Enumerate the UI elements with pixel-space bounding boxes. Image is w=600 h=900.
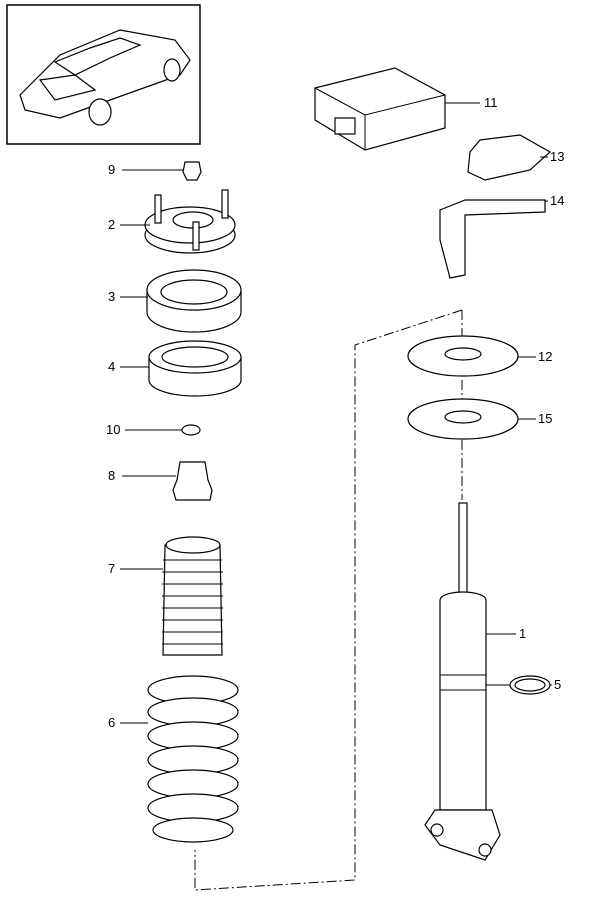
part-1-shock-absorber [424,502,501,861]
callout-2[interactable]: 2 [108,217,116,232]
callout-8[interactable]: 8 [108,468,116,483]
part-5-ring [509,675,551,695]
callout-15[interactable]: 15 [538,411,553,426]
callout-14[interactable]: 14 [550,193,565,208]
part-3-spacer-ring [146,269,242,333]
part-14-bracket [439,199,546,279]
part-8-bump-stop [172,461,213,501]
callout-10[interactable]: 10 [106,422,121,437]
part-12-plate [407,335,519,377]
callout-9[interactable]: 9 [108,162,116,177]
part-4-rubber-ring [148,340,242,397]
part-10-washer [181,424,201,436]
part-2-top-mount [144,189,236,254]
callout-5[interactable]: 5 [554,677,562,692]
callout-3[interactable]: 3 [108,289,116,304]
part-13-sensor [467,134,552,181]
callout-12[interactable]: 12 [538,349,553,364]
callout-4[interactable]: 4 [108,359,116,374]
part-7-boot [162,536,223,656]
part-9-nut [182,161,202,181]
callout-1[interactable]: 1 [519,626,527,641]
part-15-plate [407,398,519,440]
assembly-line [194,309,463,891]
callout-7[interactable]: 7 [108,561,116,576]
part-6-coil-spring [147,675,239,843]
car-thumbnail-icon[interactable] [6,4,201,145]
callout-11[interactable]: 11 [484,95,498,110]
callout-13[interactable]: 13 [550,149,565,164]
leader-lines [120,102,552,724]
part-11-control-unit [314,67,446,151]
callout-6[interactable]: 6 [108,715,116,730]
